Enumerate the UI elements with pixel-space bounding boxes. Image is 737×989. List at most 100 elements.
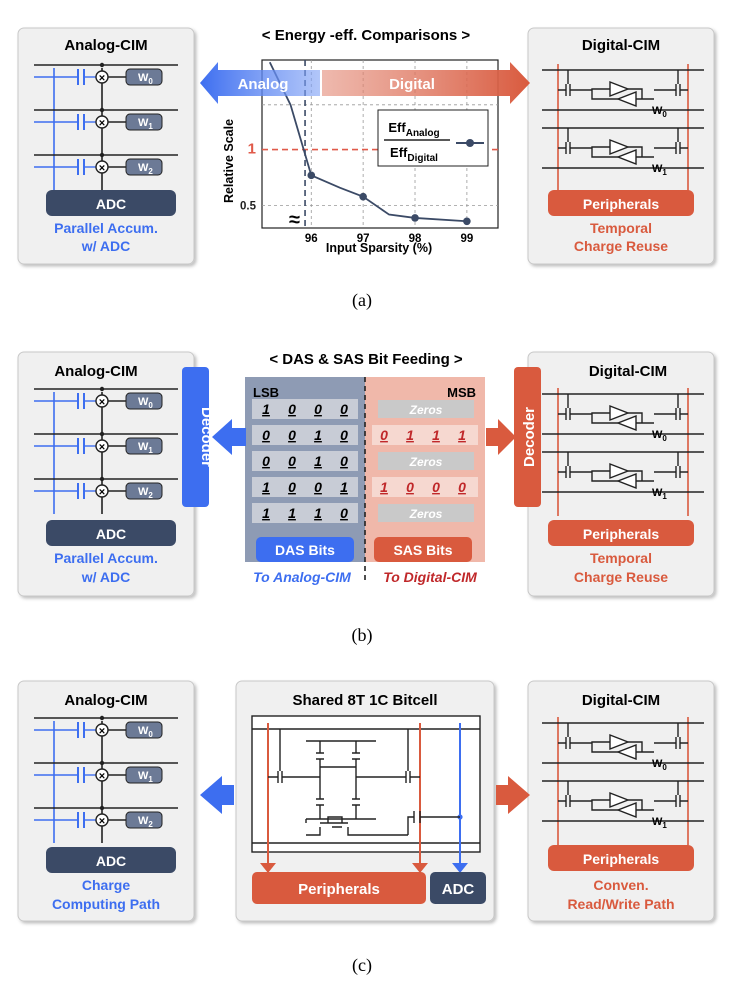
weight-label: W1 xyxy=(138,441,153,455)
access-transistor xyxy=(558,128,592,154)
arrow-to-analog-b xyxy=(212,419,246,455)
junction-dot xyxy=(99,760,105,766)
analog-row: ×W2 xyxy=(34,805,178,829)
analog-row: × W1 xyxy=(34,107,178,131)
cell-weight-label: W0 xyxy=(652,758,667,772)
digital-arrow-a: Digital xyxy=(322,62,530,104)
cell-weight-label: W0 xyxy=(652,429,667,443)
analog-arrow-a: Analog xyxy=(200,62,320,104)
analog-cim-box-c: Analog-CIM ×W0×W1×W2 ADC Charge Computin… xyxy=(17,680,195,922)
center-peripherals-block xyxy=(252,872,426,904)
cross-couple-wires xyxy=(591,146,654,158)
weight-box xyxy=(125,392,163,410)
access-transistor xyxy=(654,723,688,749)
lsb-bit: 0 xyxy=(288,401,296,417)
lsb-bit: 0 xyxy=(262,427,270,443)
lsb-bit: 1 xyxy=(262,401,270,417)
weight-box xyxy=(125,721,163,739)
multiplier-symbol: × xyxy=(99,442,105,454)
msb-zeros-label: Zeros xyxy=(409,403,443,417)
decoder-digital xyxy=(514,367,541,507)
lsb-bit: 1 xyxy=(288,505,296,521)
analog-row: × W1 xyxy=(34,431,178,455)
msb-bit: 0 xyxy=(406,479,414,495)
panel-c: Analog-CIM ×W0×W1×W2 ADC Charge Computin… xyxy=(17,680,715,976)
x-tick-label: 99 xyxy=(460,233,473,245)
access-transistor xyxy=(654,452,688,478)
y-axis-label: Relative Scale xyxy=(222,119,236,203)
caption-b: (b) xyxy=(352,625,373,646)
weight-box xyxy=(125,437,163,455)
access-transistor xyxy=(654,781,688,807)
msb-row-bg xyxy=(372,425,478,445)
decoder-analog xyxy=(182,367,209,507)
axis-break-mark: ≈ xyxy=(289,209,300,231)
msb-zeros-bg xyxy=(378,400,474,418)
weight-label: W0 xyxy=(138,725,153,739)
lsb-bit: 0 xyxy=(340,427,348,443)
x-tick-label: 98 xyxy=(409,233,422,245)
junction-dot xyxy=(99,62,105,68)
analog-caption-line1: Parallel Accum. xyxy=(54,550,158,566)
center-adc-block xyxy=(430,872,486,904)
digital-caption-line1: Conven. xyxy=(593,877,648,893)
adc-label: ADC xyxy=(96,196,126,212)
bitcell-schematic-frame xyxy=(251,715,481,853)
analog-arrow-label: Analog xyxy=(238,76,289,93)
series-line xyxy=(268,61,467,223)
multiplier-symbol: × xyxy=(99,397,105,409)
weight-label: W2 xyxy=(138,486,153,500)
weight-box xyxy=(125,811,163,829)
data-point xyxy=(463,217,471,226)
weight-box xyxy=(125,158,163,176)
lsb-row-bg xyxy=(252,425,358,445)
shared-bitcell-box: Shared 8T 1C Bitcell Peripherals ADC xyxy=(235,680,495,922)
down-arrow-adc xyxy=(452,863,468,873)
y-tick-label: 1 xyxy=(248,141,256,158)
digital-cim-title: Digital-CIM xyxy=(582,37,660,54)
access-transistor xyxy=(558,394,592,420)
lsb-bit: 1 xyxy=(314,427,322,443)
sram-cell: W0 xyxy=(542,69,704,119)
peripherals-block xyxy=(548,520,694,546)
chart-title: < Energy -eff. Comparisons > xyxy=(262,27,471,44)
digital-caption-line2: Charge Reuse xyxy=(574,238,668,254)
center-peripherals-label: Peripherals xyxy=(298,881,380,898)
junction-dot xyxy=(99,152,105,158)
x-tick-label: 97 xyxy=(357,233,370,245)
weight-box xyxy=(125,113,163,131)
junction-dot xyxy=(99,715,105,721)
sram-cell: W1 xyxy=(542,451,704,501)
adc-block xyxy=(46,847,176,873)
msb-zeros-bg xyxy=(378,504,474,522)
down-arrow-right xyxy=(412,863,428,873)
lsb-bit: 0 xyxy=(288,453,296,469)
msb-bit: 1 xyxy=(432,427,440,443)
adc-block xyxy=(46,520,176,546)
lsb-bit: 0 xyxy=(288,427,296,443)
lsb-bit: 1 xyxy=(262,505,270,521)
msb-bit: 1 xyxy=(458,427,466,443)
analog-cim-box-b: Analog-CIM ×W0×W1×W2 ADC Parallel Accum.… xyxy=(17,351,195,597)
sram-cell: W0 xyxy=(542,393,704,443)
msb-bit: 0 xyxy=(432,479,440,495)
digital-cim-title: Digital-CIM xyxy=(582,692,660,709)
analog-row: ×W1 xyxy=(34,760,178,784)
analog-caption-line2: w/ ADC xyxy=(81,238,130,254)
digital-cim-title: Digital-CIM xyxy=(589,363,667,380)
cross-coupled-inverters xyxy=(300,740,384,820)
adc-label: ADC xyxy=(96,526,126,542)
cross-couple-wires xyxy=(591,799,654,811)
peripherals-label: Peripherals xyxy=(583,851,659,867)
lsb-bit: 1 xyxy=(340,479,348,495)
multiplier-symbol: × xyxy=(99,118,105,130)
sas-bits-badge xyxy=(374,537,472,562)
lsb-bit: 0 xyxy=(340,453,348,469)
weight-label: W1 xyxy=(138,117,153,131)
weight-box xyxy=(125,482,163,500)
analog-array-rows: ×W0×W1×W2 xyxy=(34,386,178,514)
